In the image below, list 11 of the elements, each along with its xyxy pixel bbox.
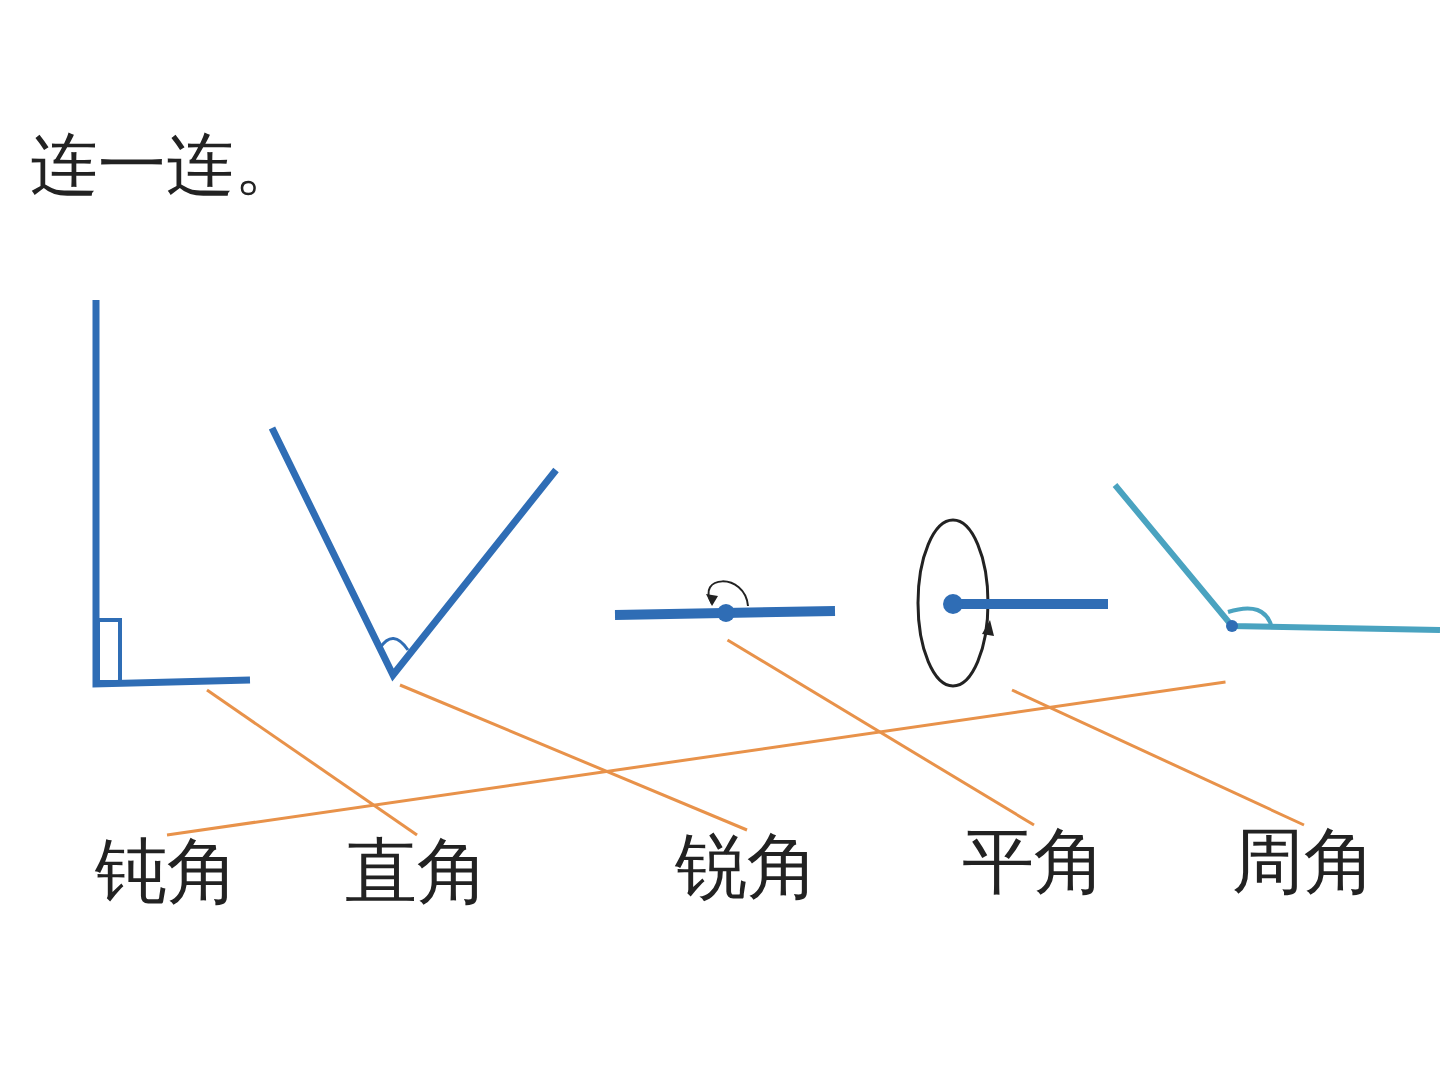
instruction-title: 连一连。 xyxy=(30,124,302,206)
angle-name-label: 平角 xyxy=(962,825,1106,897)
matching-line xyxy=(1011,688,1305,827)
matching-line xyxy=(399,683,748,832)
matching-line xyxy=(206,688,418,837)
angle-name-label: 直角 xyxy=(345,835,489,907)
angle-name-label: 钝角 xyxy=(95,835,239,907)
matching-line xyxy=(726,638,1035,827)
angle-name-label: 周角 xyxy=(1232,825,1376,897)
matching-line xyxy=(166,680,1226,837)
angle-name-label: 锐角 xyxy=(675,830,819,902)
